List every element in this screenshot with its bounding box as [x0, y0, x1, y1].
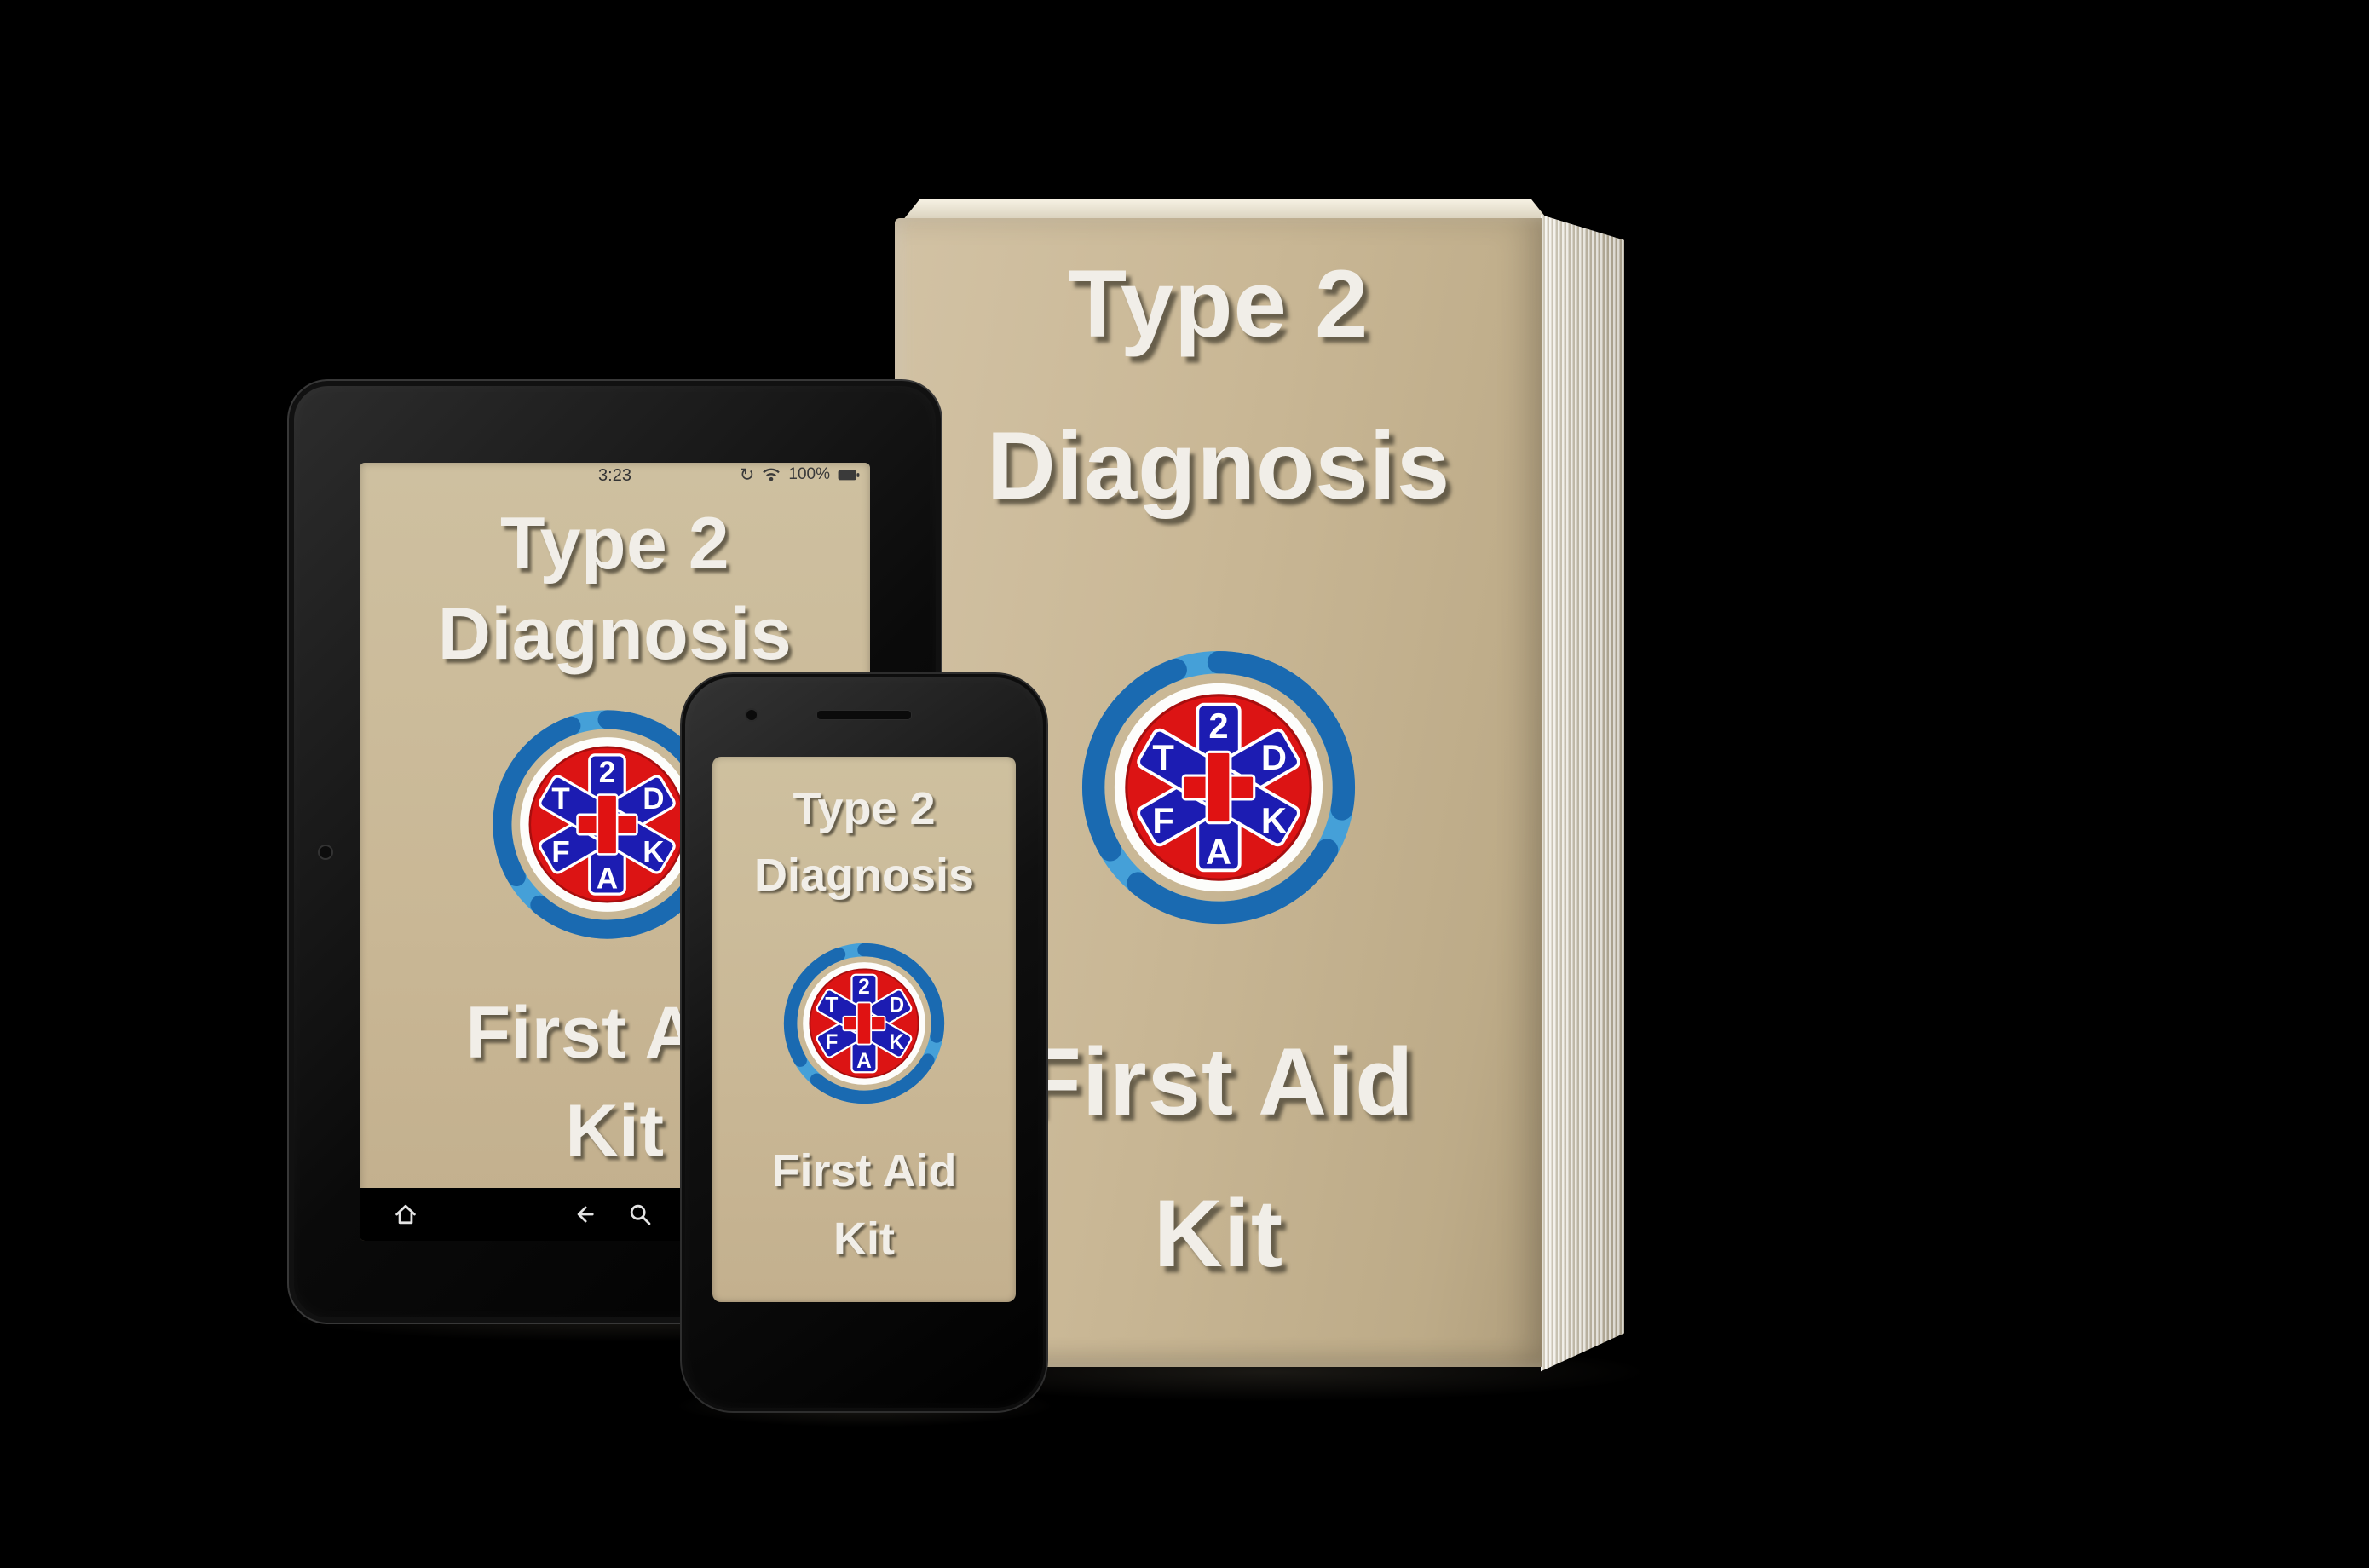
battery-percent: 100% — [788, 465, 830, 483]
tablet-title-line2: Diagnosis — [437, 593, 793, 675]
book-pages-edge — [1541, 215, 1624, 1372]
book-subtitle-line1: First Aid — [1023, 1029, 1415, 1135]
phone-subtitle-line1: First Aid — [771, 1145, 957, 1196]
phone-title-line2: Diagnosis — [753, 850, 975, 901]
tablet-title-line1: Type 2 — [499, 503, 730, 585]
phone-title-line1: Type 2 — [793, 783, 936, 834]
back-icon[interactable] — [570, 1200, 599, 1229]
tablet-camera-icon — [318, 844, 333, 860]
tablet-status-bar: 3:23 ↻ 100% — [360, 463, 870, 490]
phone-speaker — [816, 710, 912, 720]
sync-icon: ↻ — [739, 464, 755, 485]
battery-icon — [838, 470, 860, 480]
status-icons: ↻ 100% — [740, 465, 860, 484]
book-mockup: Type 2 Diagnosis First Aid Kit — [895, 198, 1628, 1386]
book-title-line1: Type 2 — [1068, 251, 1369, 357]
book-pages-top-edge — [902, 199, 1548, 220]
phone-mockup: Type 2 Diagnosis First Aid Kit — [680, 672, 1048, 1413]
phone-camera-icon — [745, 708, 758, 722]
book-subtitle-line2: Kit — [1153, 1180, 1284, 1287]
phone-screen: Type 2 Diagnosis First Aid Kit — [712, 757, 1016, 1302]
tablet-subtitle-line2: Kit — [565, 1090, 665, 1172]
phone-cover-subtitle: First Aid Kit — [712, 1137, 1016, 1273]
search-icon[interactable] — [625, 1200, 654, 1229]
tablet-cover-title: Type 2 Diagnosis — [360, 499, 870, 679]
phone-cover-title: Type 2 Diagnosis — [712, 775, 1016, 908]
status-time: 3:23 — [598, 466, 631, 485]
wifi-icon — [763, 468, 781, 481]
t2dfak-logo — [1074, 643, 1363, 932]
t2dfak-logo — [779, 938, 949, 1109]
book-title-line2: Diagnosis — [986, 412, 1451, 519]
book-title: Type 2 Diagnosis — [895, 223, 1542, 547]
home-icon[interactable] — [391, 1200, 420, 1229]
book-subtitle: First Aid Kit — [895, 1006, 1542, 1310]
phone-subtitle-line2: Kit — [833, 1213, 895, 1265]
